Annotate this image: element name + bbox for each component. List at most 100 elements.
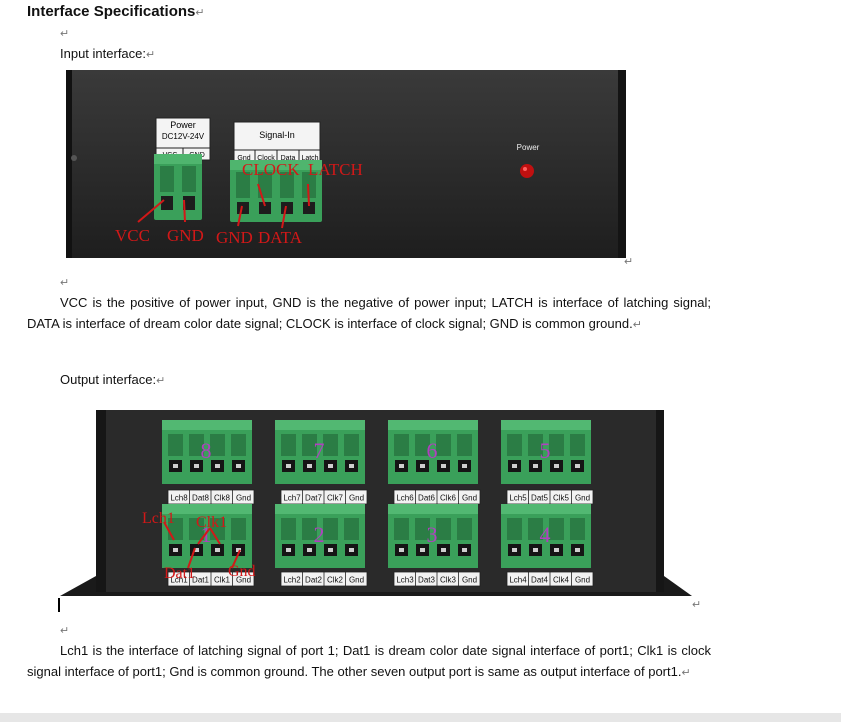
paragraph-mark: ↵ xyxy=(195,7,205,19)
port-pin-label: Lch8 xyxy=(170,494,188,503)
port-pin-label: Clk6 xyxy=(440,494,457,503)
section-title: Interface Specifications↵ xyxy=(27,3,205,20)
input-heading: Input interface:↵ xyxy=(60,46,155,61)
terminal-ridge xyxy=(189,434,204,456)
terminal-top xyxy=(501,504,591,514)
terminal-ridge xyxy=(231,434,246,456)
port-number: 3 xyxy=(427,522,438,547)
port-pin-label: Dat8 xyxy=(192,494,209,503)
terminal-ridge xyxy=(281,434,296,456)
terminal-screw xyxy=(328,464,333,468)
terminal-screw xyxy=(307,464,312,468)
input-heading-text: Input interface: xyxy=(60,46,146,61)
controller-case xyxy=(68,70,626,258)
terminal-screw xyxy=(328,548,333,552)
terminal-ridge xyxy=(528,434,543,456)
terminal-screw xyxy=(575,464,580,468)
terminal-screw xyxy=(236,464,241,468)
signal-pin-label: Data xyxy=(281,155,296,162)
power-header-sub: DC12V-24V xyxy=(162,132,205,141)
horizontal-scrollbar[interactable] xyxy=(0,713,841,722)
output-heading: Output interface:↵ xyxy=(60,372,165,387)
port-pin-label: Gnd xyxy=(236,494,251,503)
terminal-screw xyxy=(399,464,404,468)
terminal-top xyxy=(162,420,252,430)
text-cursor xyxy=(58,598,60,612)
paragraph-mark: ↵ xyxy=(60,625,70,637)
terminal-screw xyxy=(462,548,467,552)
terminal-ridge xyxy=(210,434,225,456)
port-pin-label: Clk8 xyxy=(214,494,231,503)
terminal-screw xyxy=(441,464,446,468)
port-pin-label: Lch3 xyxy=(396,576,414,585)
terminal-ridge xyxy=(436,434,451,456)
gnd-annotation: GND xyxy=(167,226,204,245)
terminal-ridge xyxy=(323,434,338,456)
terminal-ridge xyxy=(457,518,472,540)
terminal-screw xyxy=(349,548,354,552)
port-pin-label: Dat4 xyxy=(531,576,548,585)
terminal-screw xyxy=(399,548,404,552)
output-description-text: Lch1 is the interface of latching signal… xyxy=(27,643,711,679)
port-number: 8 xyxy=(201,438,212,463)
port-pin-label: Lch7 xyxy=(283,494,301,503)
case-edge xyxy=(96,410,106,592)
terminal-screw xyxy=(533,548,538,552)
port-pin-label: Lch1 xyxy=(170,576,188,585)
paragraph-mark: ↵ xyxy=(624,256,634,268)
port-pin-label: Lch4 xyxy=(509,576,527,585)
case-edge xyxy=(656,410,664,592)
terminal-ridge xyxy=(189,518,204,540)
paragraph-mark: ↵ xyxy=(146,49,156,61)
input-description: VCC is the positive of power input, GND … xyxy=(27,292,711,336)
case-edge xyxy=(66,70,72,258)
power-led xyxy=(520,164,534,178)
port-pin-label: Dat2 xyxy=(305,576,322,585)
terminal-screw xyxy=(215,464,220,468)
terminal-top xyxy=(388,504,478,514)
terminal-screw xyxy=(194,548,199,552)
port-pin-label: Clk1 xyxy=(214,576,231,585)
terminal-screw xyxy=(194,464,199,468)
terminal-ridge xyxy=(168,434,183,456)
port-pin-label: Lch6 xyxy=(396,494,414,503)
terminal-ridge xyxy=(281,518,296,540)
section-title-text: Interface Specifications xyxy=(27,3,196,20)
clk1-annotation: Clk1 xyxy=(196,514,227,531)
output-annotations: Lch1 Clk1 Dat1 Gnd xyxy=(142,510,256,582)
port-pin-label: Gnd xyxy=(349,576,364,585)
port-pin-label: Lch5 xyxy=(509,494,527,503)
terminal-ridge xyxy=(570,518,585,540)
port-pin-label: Gnd xyxy=(349,494,364,503)
port-pin-label: Clk3 xyxy=(440,576,457,585)
terminal-screw xyxy=(533,464,538,468)
annotation-arrows xyxy=(163,521,241,569)
terminal-ridge xyxy=(302,518,317,540)
power-terminal-block xyxy=(154,154,202,220)
terminal-ridge xyxy=(302,434,317,456)
output-description: Lch1 is the interface of latching signal… xyxy=(27,640,711,684)
port-pin-label: Gnd xyxy=(575,494,590,503)
terminal-ridge xyxy=(344,518,359,540)
annotation-arrows xyxy=(137,183,310,229)
terminal-screw xyxy=(286,548,291,552)
terminal-screw xyxy=(462,464,467,468)
terminal-top xyxy=(501,420,591,430)
signal-header-title: Signal-In xyxy=(259,130,295,140)
port-pin-label: Dat6 xyxy=(418,494,435,503)
terminal-screw xyxy=(554,464,559,468)
port-pin-label: Clk2 xyxy=(327,576,344,585)
port-pin-label: Gnd xyxy=(462,494,477,503)
terminal-screw xyxy=(420,548,425,552)
terminal-ridge xyxy=(528,518,543,540)
case-edge xyxy=(618,70,626,258)
paragraph-mark: ↵ xyxy=(156,375,166,387)
terminal-ridge xyxy=(415,434,430,456)
clock-annotation: CLOCK xyxy=(242,160,300,179)
port-pin-label: Gnd xyxy=(462,576,477,585)
gnd-signal-annotation: GND xyxy=(216,228,253,247)
terminal-ridge xyxy=(507,518,522,540)
